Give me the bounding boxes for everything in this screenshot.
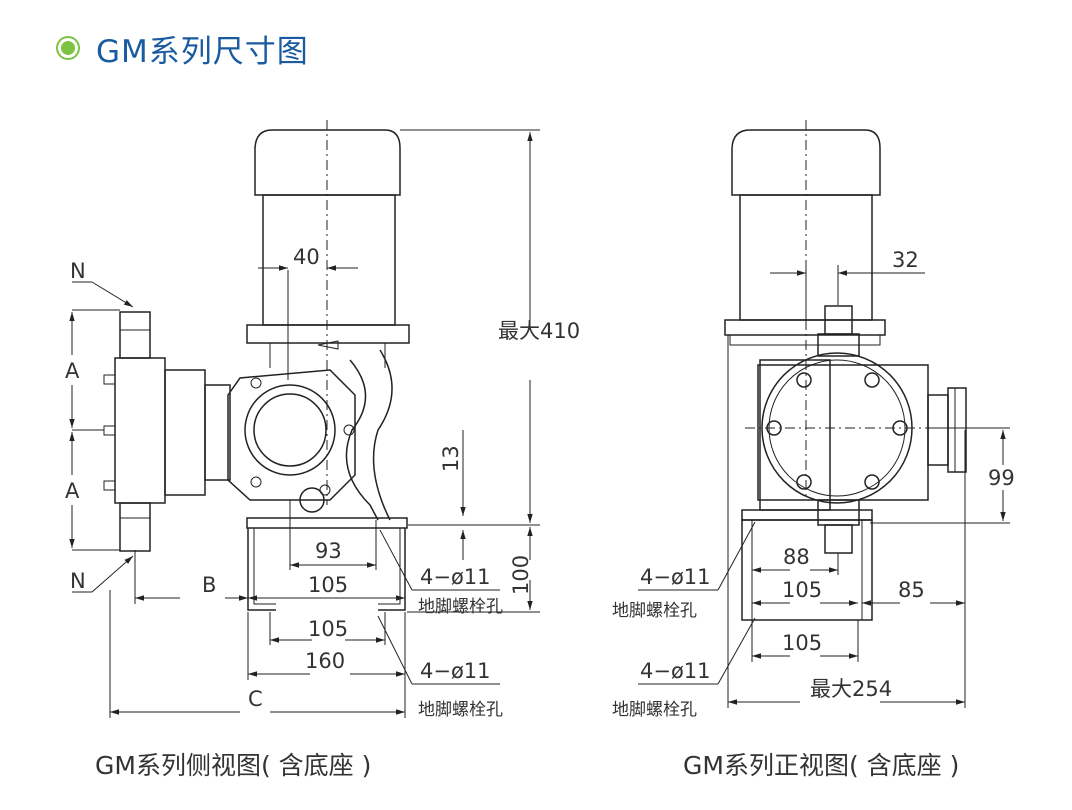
side-dim-max410: 最大410	[498, 319, 580, 343]
front-dim-85: 85	[898, 578, 925, 602]
front-dim-32: 32	[892, 248, 919, 272]
side-dim-93: 93	[315, 539, 342, 563]
front-dim-105-upper: 105	[782, 578, 822, 602]
front-dim-99: 99	[988, 466, 1015, 490]
page-title: GM系列尺寸图	[96, 33, 309, 70]
side-view-drawing: 40 最大410 13 100 93 105 105	[65, 120, 580, 720]
side-pump-head	[227, 369, 356, 501]
side-dim-c: C	[248, 687, 263, 711]
front-hole-1-text: 地脚螺栓孔	[612, 601, 697, 621]
front-view-drawing: 32 99 88 105 85 105 最大254	[612, 120, 1015, 720]
side-dim-40: 40	[293, 245, 320, 269]
side-hole-2: 4−ø11	[420, 659, 491, 683]
side-label-n-bottom: N	[70, 569, 86, 593]
side-dim-13: 13	[439, 445, 463, 472]
side-motor-cap	[254, 129, 401, 196]
side-label-n-top: N	[70, 259, 86, 283]
front-dim-105-lower: 105	[782, 631, 822, 655]
side-view-caption: GM系列侧视图( 含底座 )	[95, 751, 372, 780]
front-hole-2: 4−ø11	[640, 659, 711, 683]
side-dim-a-bottom: A	[65, 479, 80, 503]
side-dim-105-lower: 105	[308, 617, 348, 641]
side-hole-1: 4−ø11	[420, 565, 491, 589]
side-hole-1-text: 地脚螺栓孔	[418, 597, 503, 617]
front-view-caption: GM系列正视图( 含底座 )	[683, 751, 960, 780]
front-dim-88: 88	[783, 545, 810, 569]
side-dim-b: B	[202, 573, 216, 597]
front-hole-2-text: 地脚螺栓孔	[612, 700, 697, 720]
front-hole-1: 4−ø11	[640, 565, 711, 589]
side-base-plate	[246, 517, 408, 529]
side-housing-curve	[345, 349, 393, 521]
front-motor-flange	[724, 319, 886, 336]
side-dim-100: 100	[509, 555, 533, 595]
side-motor-body	[262, 194, 396, 326]
side-dim-105-upper: 105	[308, 573, 348, 597]
front-dim-max254: 最大254	[810, 677, 892, 701]
side-base-channel	[247, 528, 406, 611]
front-motor-cap	[731, 129, 881, 196]
side-dim-a-top: A	[65, 359, 80, 383]
side-motor-flange	[246, 324, 410, 344]
bullet-icon	[58, 38, 78, 58]
side-dim-160: 160	[305, 649, 345, 673]
side-hole-2-text: 地脚螺栓孔	[418, 700, 503, 720]
page-header: GM系列尺寸图	[58, 28, 309, 70]
